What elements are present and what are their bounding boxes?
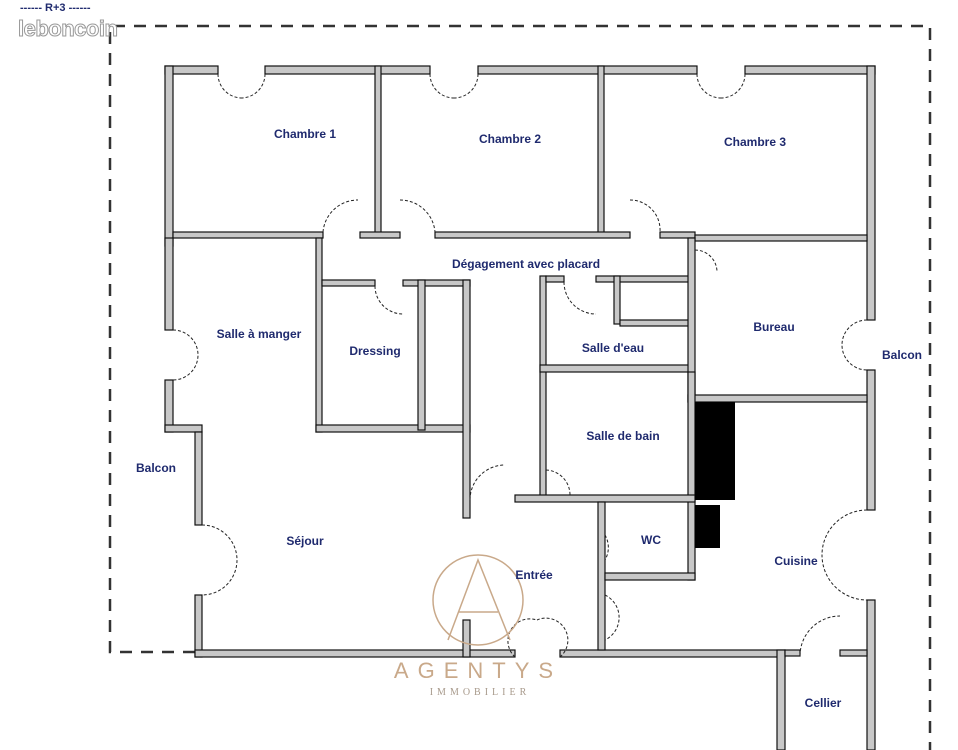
leboncoin-watermark: leboncoin <box>17 16 118 41</box>
room-label-degagement: Dégagement avec placard <box>451 257 601 271</box>
room-label-chambre-3: Chambre 3 <box>723 135 787 149</box>
room-label-cellier: Cellier <box>804 696 842 710</box>
door-swings <box>172 73 868 658</box>
room-label-bureau: Bureau <box>753 320 795 334</box>
room-label-chambre-2: Chambre 2 <box>478 132 542 146</box>
room-label-cuisine: Cuisine <box>774 554 818 568</box>
room-label-sejour: Séjour <box>286 534 324 548</box>
agentys-logo-subtitle: IMMOBILIER <box>429 687 531 698</box>
room-label-salle-de-bain: Salle de bain <box>586 429 660 443</box>
room-label-balcon-left: Balcon <box>135 461 177 475</box>
walls <box>164 65 876 750</box>
agentys-logo-text: AGENTYS <box>393 658 563 683</box>
agentys-logo-mark <box>432 554 524 646</box>
room-label-chambre-1: Chambre 1 <box>273 127 337 141</box>
terrace-outline <box>108 24 932 750</box>
room-label-entree: Entrée <box>515 568 553 582</box>
room-label-salle-deau: Salle d'eau <box>581 341 645 355</box>
chimney-ducts <box>695 402 735 548</box>
level-label: ------ R+3 ------ <box>20 2 91 14</box>
room-label-salle-a-manger: Salle à manger <box>216 327 302 341</box>
room-label-balcon-right: Balcon <box>881 348 923 362</box>
room-label-dressing: Dressing <box>349 344 401 358</box>
room-label-wc: WC <box>641 533 661 547</box>
